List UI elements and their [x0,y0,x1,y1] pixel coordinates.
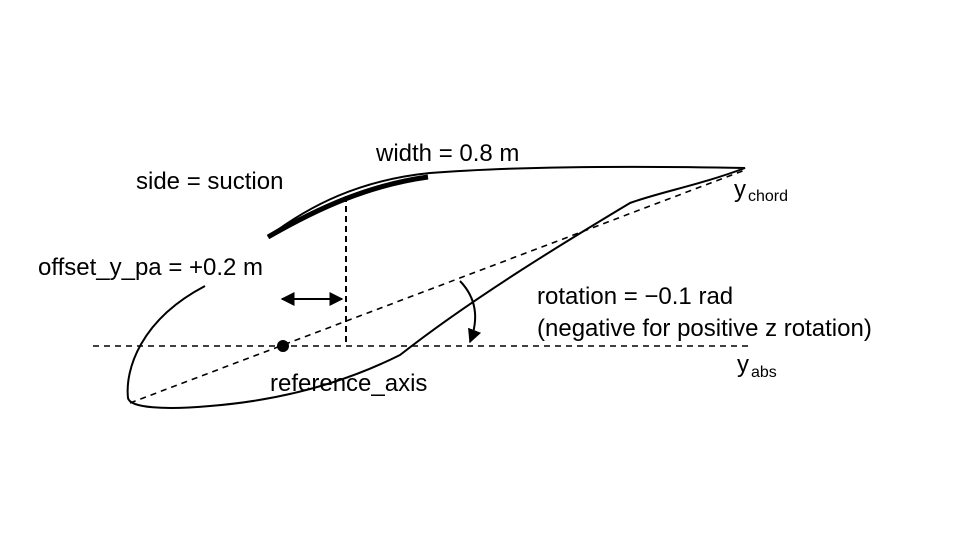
offset-label: offset_y_pa = +0.2 m [38,254,263,281]
y-chord-label: y [734,176,746,203]
y-abs-subscript: abs [751,364,777,381]
rotation-arc-arrow [459,280,482,344]
side-label: side = suction [136,168,283,195]
width-label: width = 0.8 m [375,140,519,167]
suction-width-segment [266,174,429,240]
rotation-label-line1: rotation = −0.1 rad [537,283,733,310]
reference-axis-point [277,340,289,352]
rotation-label-line2: (negative for positive z rotation) [537,315,872,342]
airfoil-outline [126,165,746,409]
reference-axis-label: reference_axis [270,370,427,397]
y-abs-label: y [737,351,749,378]
y-chord-subscript: chord [748,188,788,205]
